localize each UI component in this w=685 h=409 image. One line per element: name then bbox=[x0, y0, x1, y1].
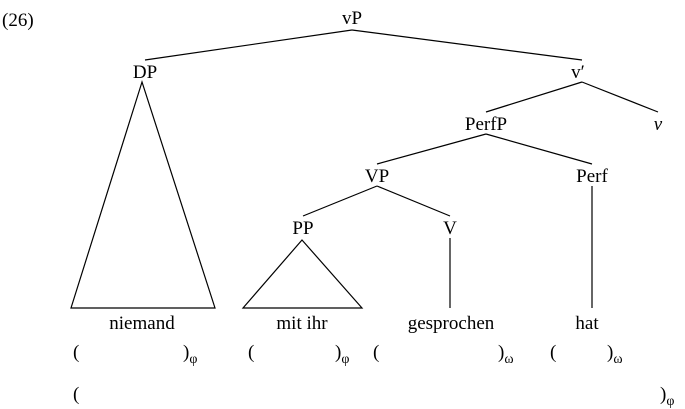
close-paren: )ω bbox=[498, 342, 514, 367]
open-paren: ( bbox=[248, 342, 254, 363]
edge-PerfP-Perf bbox=[485, 133, 593, 165]
close-paren: )φ bbox=[660, 384, 674, 409]
edge-vbar-PerfP bbox=[485, 81, 583, 113]
prosody-phrase-niemand: ( )φ bbox=[73, 342, 197, 367]
edge-VP-PP bbox=[302, 185, 378, 217]
node-v-head: v bbox=[654, 114, 663, 135]
prosody-phrase-whole: ( )φ bbox=[73, 384, 674, 409]
prosody-word-gesprochen: ( )ω bbox=[373, 342, 514, 367]
close-paren: )φ bbox=[335, 342, 349, 367]
edge-VP-V bbox=[376, 185, 451, 217]
node-vP: vP bbox=[342, 8, 362, 29]
close-paren: )ω bbox=[607, 342, 623, 367]
open-paren: ( bbox=[73, 342, 79, 363]
pp-triangle bbox=[241, 239, 364, 309]
prosody-phrase-mit-ihr: ( )φ bbox=[248, 342, 349, 367]
edge-vP-vbar bbox=[351, 29, 583, 61]
close-paren: )φ bbox=[183, 342, 197, 367]
edge-PerfP-VP bbox=[376, 133, 487, 165]
open-paren: ( bbox=[73, 384, 79, 405]
terminal-hat: hat bbox=[575, 313, 599, 334]
edge-vP-DP bbox=[144, 29, 353, 61]
terminal-niemand: niemand bbox=[109, 313, 175, 334]
node-PP: PP bbox=[292, 218, 313, 239]
dp-triangle bbox=[70, 80, 216, 309]
node-VP: VP bbox=[365, 166, 389, 187]
terminal-gesprochen: gesprochen bbox=[408, 313, 495, 334]
example-number: (26) bbox=[2, 10, 34, 31]
node-Perf: Perf bbox=[576, 166, 608, 187]
prosody-word-hat: ( )ω bbox=[550, 342, 623, 367]
open-paren: ( bbox=[373, 342, 379, 363]
terminal-mit-ihr: mit ihr bbox=[276, 313, 328, 334]
node-DP: DP bbox=[133, 62, 157, 83]
node-V: V bbox=[443, 218, 457, 239]
open-paren: ( bbox=[550, 342, 556, 363]
node-vbar: v′ bbox=[571, 62, 585, 83]
node-PerfP: PerfP bbox=[465, 114, 507, 135]
edge-vbar-v bbox=[581, 81, 659, 113]
